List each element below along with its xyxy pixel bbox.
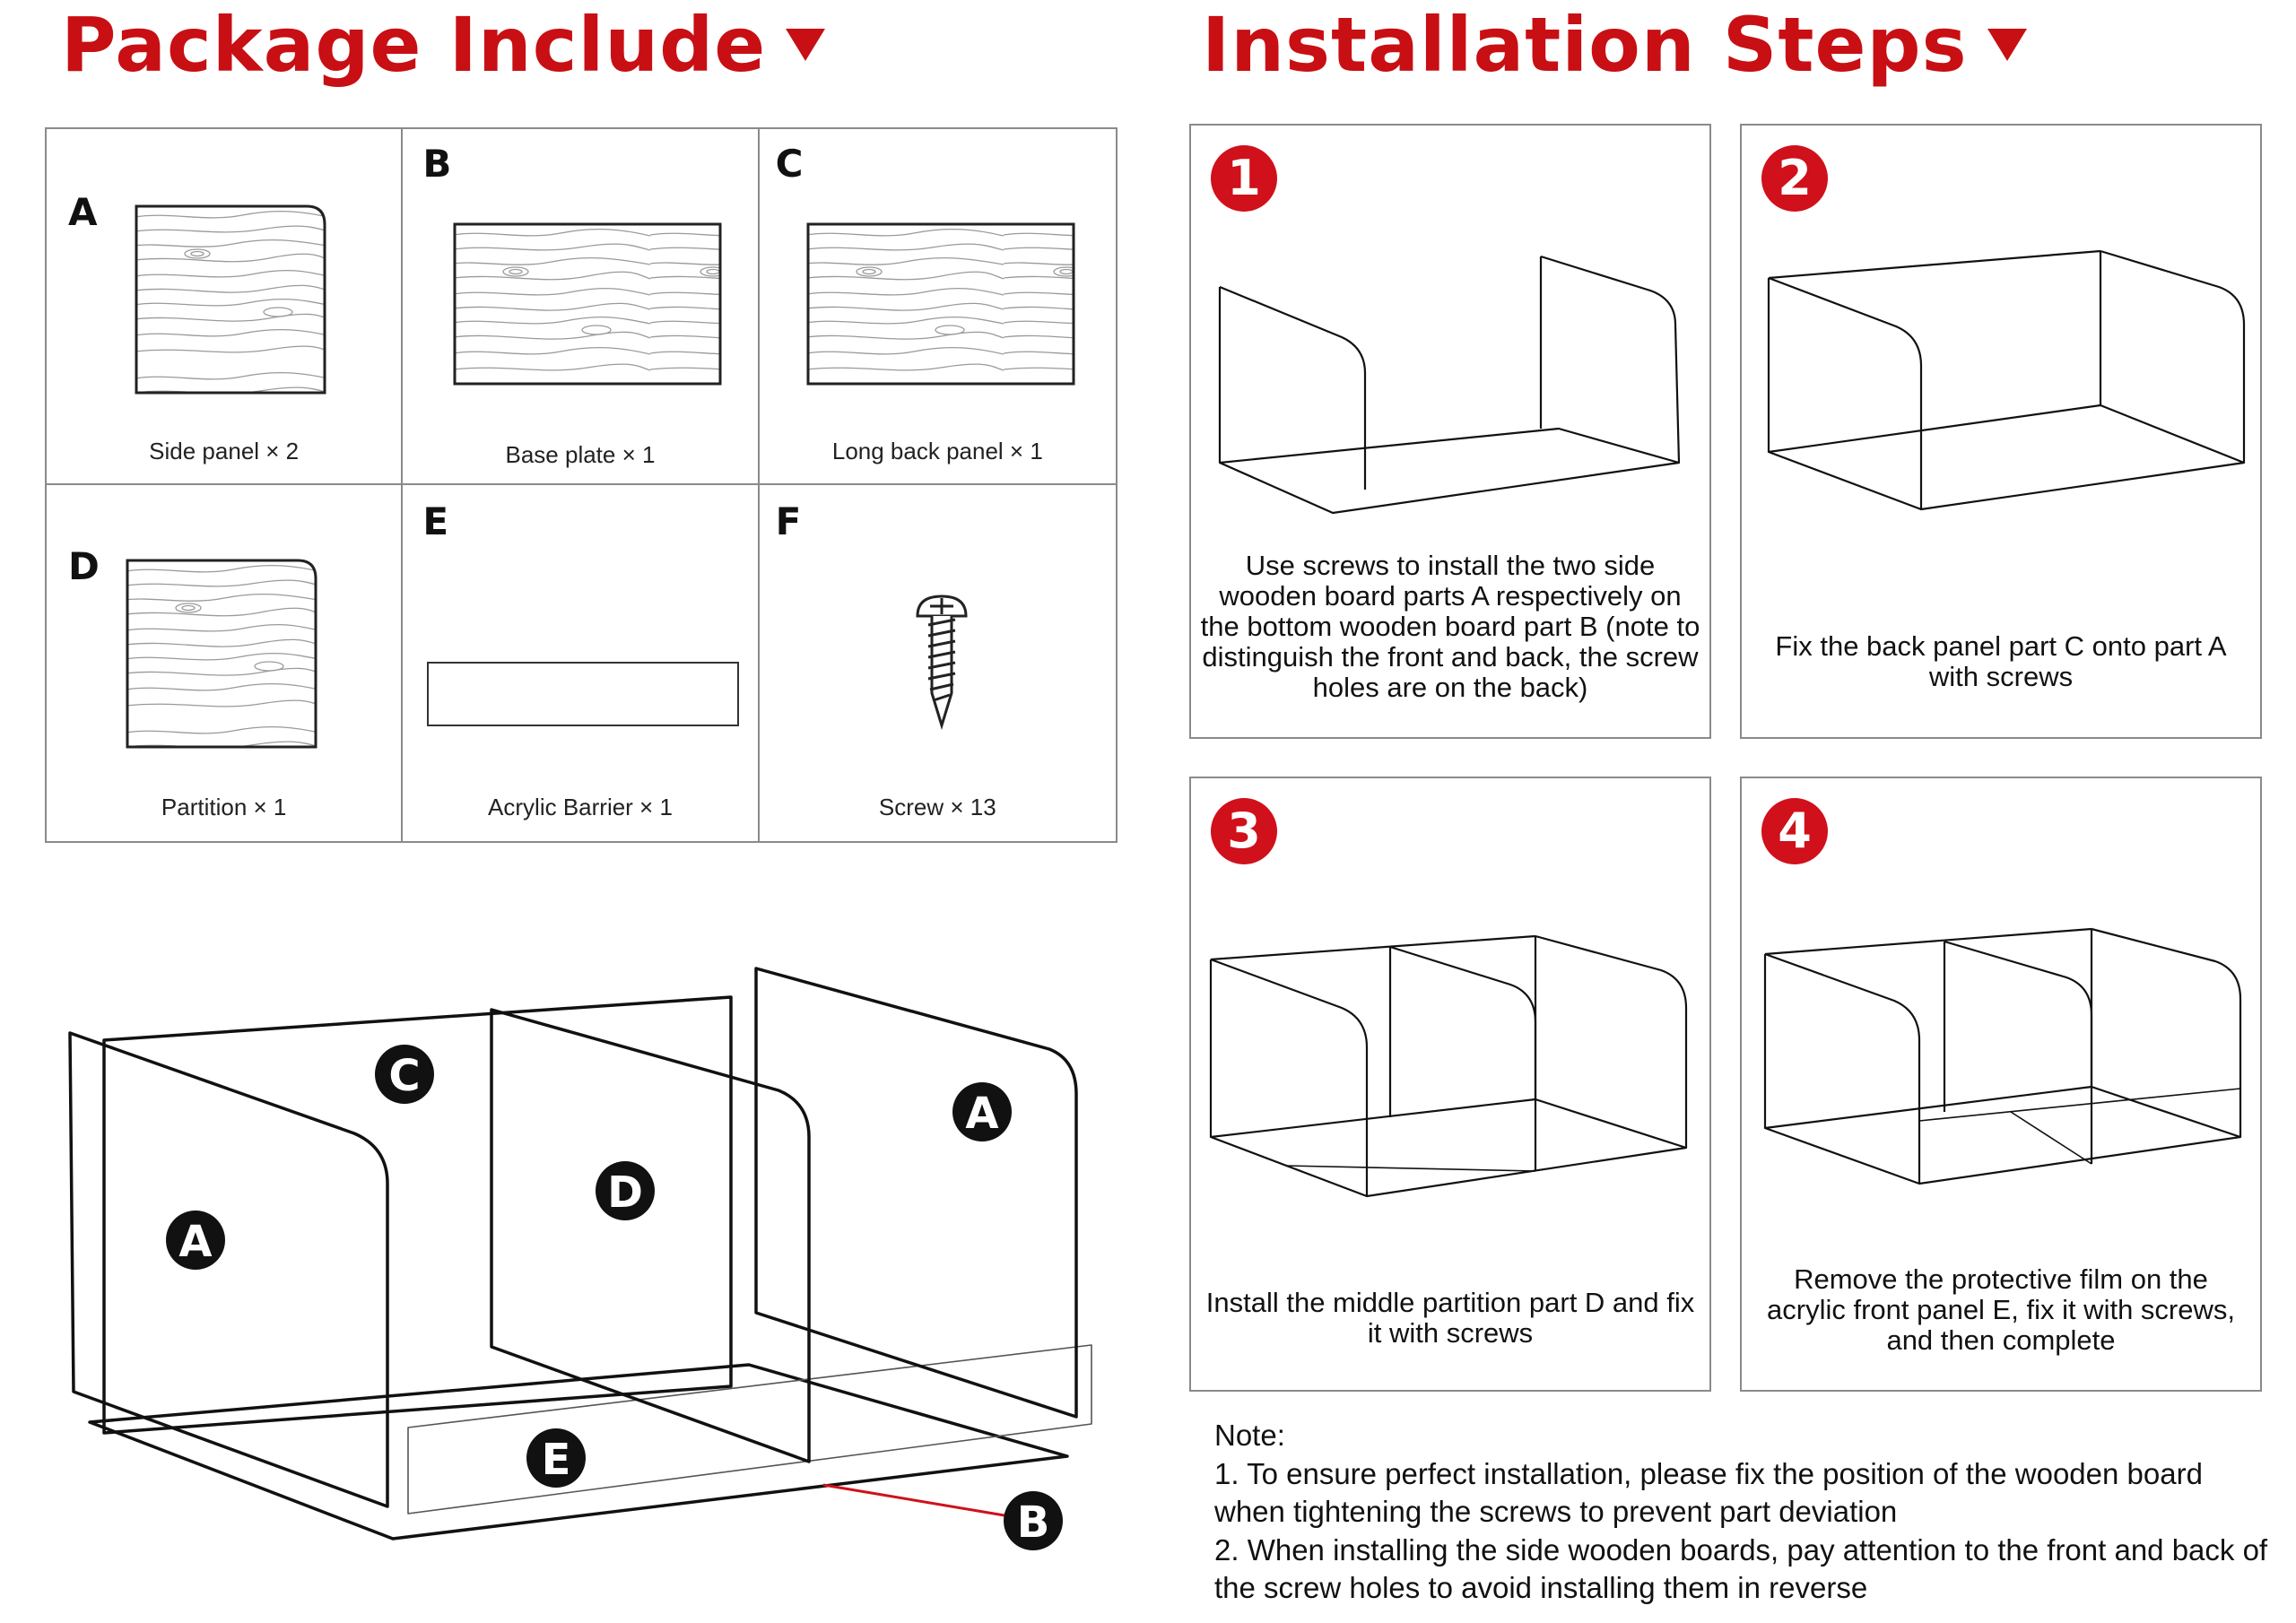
package-include-title: Package Include	[61, 7, 826, 82]
acrylic-barrier-illustration	[427, 662, 740, 726]
base-leader-line	[822, 1483, 1005, 1517]
long-back-panel-illustration	[806, 222, 1075, 386]
label-a-right: A	[965, 1089, 998, 1139]
step-4-illustration	[1763, 927, 2242, 1185]
step-2-panel: 2 Fix the back panel part C onto part A …	[1740, 124, 2262, 739]
step-description: Install the middle partition part D and …	[1205, 1287, 1695, 1349]
partition-illustration	[126, 559, 317, 749]
step-4-panel: 4 Remove the protective film on the acry…	[1740, 777, 2262, 1392]
step-1-panel: 1 Use screws to install the two side woo…	[1189, 124, 1711, 739]
part-letter: E	[422, 499, 449, 543]
part-letter: B	[422, 142, 452, 186]
part-letter: F	[775, 499, 802, 543]
part-caption: Screw × 13	[878, 794, 996, 820]
part-b-cell: B Base plate × 1	[403, 129, 760, 485]
part-letter: C	[775, 142, 804, 186]
label-badge	[952, 1082, 1012, 1141]
back-panel-shape	[102, 995, 733, 1435]
step-2-illustration	[1767, 249, 2246, 511]
part-caption: Acrylic Barrier × 1	[488, 794, 673, 820]
triangle-down-icon	[786, 29, 826, 62]
part-c-cell: C Long back panel × 1	[759, 129, 1116, 485]
part-d-cell: D Partition × 1	[47, 485, 404, 841]
note-item-1: 1. To ensure perfect installation, pleas…	[1214, 1456, 2203, 1529]
step-3-illustration	[1209, 934, 1688, 1198]
left-side-panel-shape	[68, 1031, 389, 1508]
label-badge	[375, 1045, 434, 1104]
part-caption: Long back panel × 1	[831, 438, 1043, 464]
part-a-cell: A Side panel × 2	[47, 129, 404, 485]
step-description: Remove the protective film on the acryli…	[1767, 1263, 2235, 1356]
label-badge	[1004, 1491, 1063, 1550]
parts-grid: A Side panel × 2 B Base plate × 1 C Long…	[45, 127, 1118, 843]
label-badge	[596, 1161, 655, 1220]
installation-steps-title-text: Installation Steps	[1202, 1, 1968, 89]
label-badge	[166, 1211, 225, 1270]
label-b: B	[1017, 1497, 1050, 1548]
part-f-cell: F Screw × 13	[760, 485, 1116, 841]
base-plate-shape	[88, 1363, 1069, 1541]
installation-steps-title: Installation Steps	[1202, 7, 2027, 82]
screw-icon	[916, 595, 968, 731]
label-d: D	[607, 1167, 643, 1218]
package-include-title-text: Package Include	[61, 1, 767, 89]
side-panel-illustration	[135, 204, 326, 395]
step-description: Fix the back panel part C onto part A wi…	[1775, 630, 2227, 692]
step-number-badge: 4	[1761, 798, 1828, 864]
part-caption: Side panel × 2	[149, 438, 300, 464]
step-1-illustration	[1218, 255, 1681, 515]
exploded-assembly-diagram: A C D A E B	[68, 967, 1092, 1550]
right-side-panel-shape	[754, 967, 1078, 1419]
note-heading: Note:	[1214, 1419, 1285, 1452]
step-3-panel: 3 Install the middle partition part D an…	[1189, 777, 1711, 1392]
acrylic-barrier-shape	[407, 1344, 1092, 1515]
step-number-badge: 2	[1761, 145, 1828, 212]
part-letter: D	[68, 544, 100, 588]
partition-shape	[490, 1008, 811, 1463]
step-number-badge: 3	[1211, 798, 1277, 864]
step-number-badge: 1	[1211, 145, 1277, 212]
note-section: Note: 1. To ensure perfect installation,…	[1214, 1417, 2273, 1608]
part-e-cell: E Acrylic Barrier × 1	[403, 485, 760, 841]
label-c: C	[388, 1051, 420, 1101]
step-description: Use screws to install the two side woode…	[1200, 550, 1700, 703]
label-a-left: A	[178, 1217, 212, 1267]
label-badge	[526, 1428, 586, 1488]
label-e: E	[542, 1435, 571, 1485]
base-plate-illustration	[453, 222, 722, 386]
part-caption: Base plate × 1	[505, 441, 656, 468]
part-caption: Partition × 1	[161, 794, 287, 820]
part-letter: A	[68, 190, 98, 234]
note-item-2: 2. When installing the side wooden board…	[1214, 1532, 2268, 1605]
triangle-down-icon	[1987, 29, 2027, 62]
